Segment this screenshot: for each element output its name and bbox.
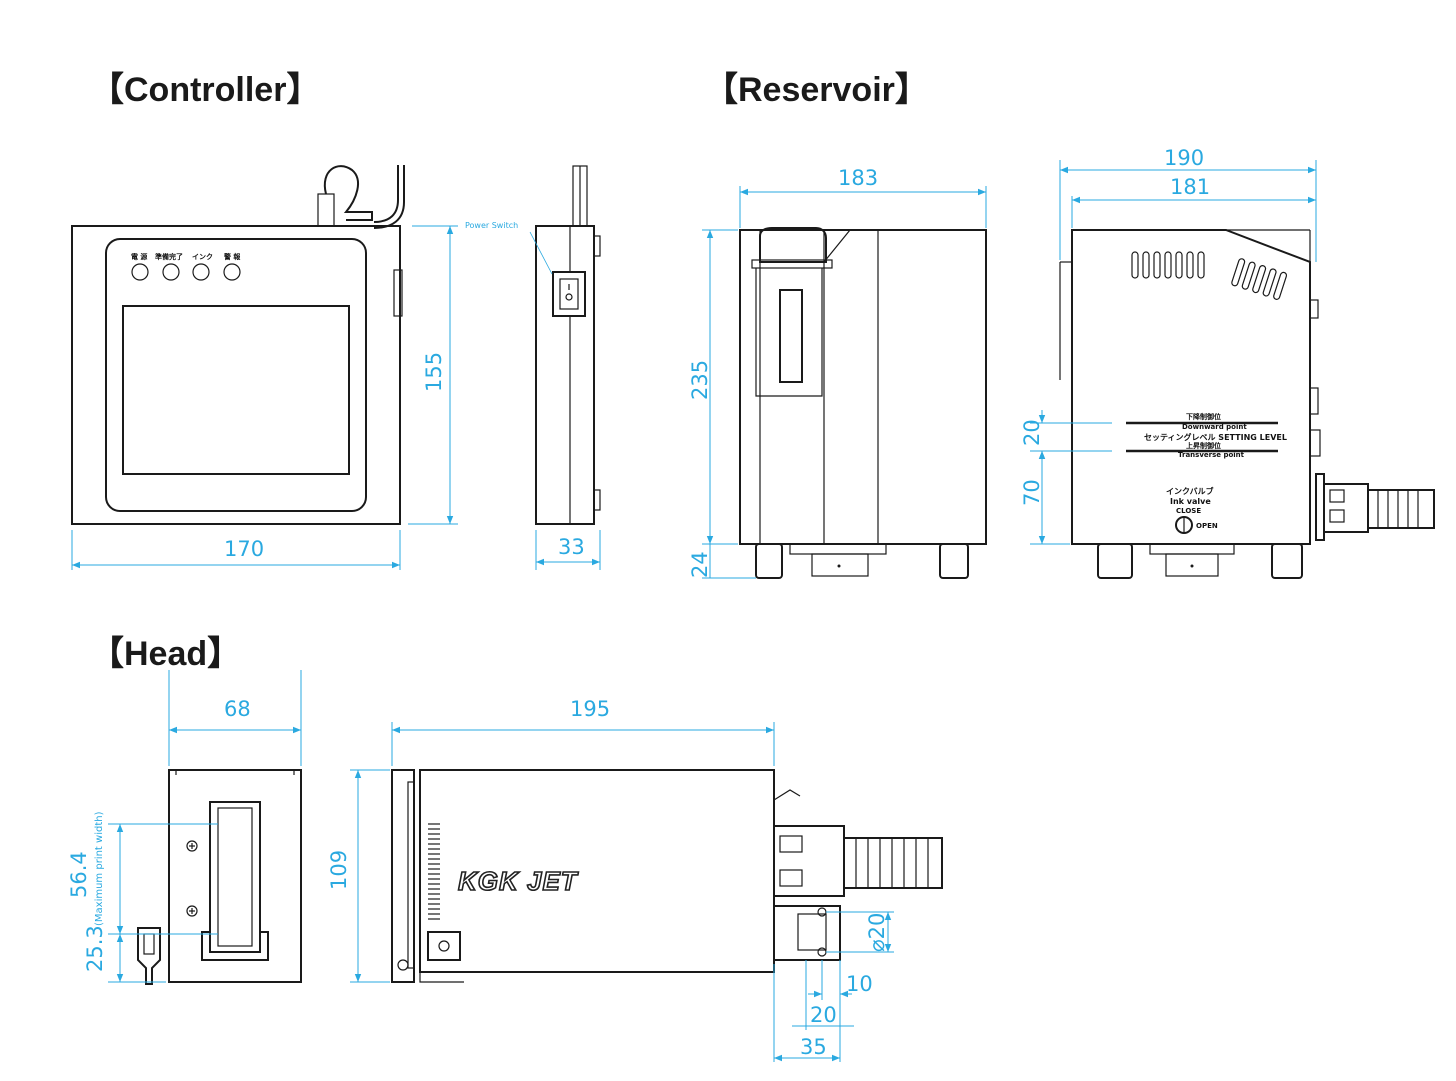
controller-front-view: 電 源 準備完了 インク 警 報 — [71, 165, 405, 525]
dim-head-print-width: 56.4 — [67, 851, 91, 898]
dim-head-side-length: 195 — [570, 697, 610, 721]
dim-reservoir-side-body: 181 — [1170, 175, 1210, 199]
section-title-controller: 【Controller】 — [90, 71, 320, 109]
dim-head-offset: 25.3 — [83, 925, 107, 972]
head-front-view — [137, 769, 302, 985]
dim-head-side-height: 109 — [327, 850, 351, 890]
head-front-dimensions: 68 56.4 (Maximum print width) 25.3 — [67, 670, 302, 983]
controller-dimensions: 170 155 33 — [71, 225, 601, 570]
dim-reservoir-foot: 24 — [688, 551, 712, 578]
dim-head-35: 35 — [800, 1035, 827, 1059]
dim-head-20: 20 — [810, 1003, 837, 1027]
head-side-dimensions: 195 109 ⌀20 10 20 35 — [327, 697, 894, 1062]
section-title-head: 【Head】 — [90, 635, 241, 673]
reservoir-front-dimensions: 183 235 24 — [688, 166, 987, 579]
level-upper-en: Downward point — [1182, 423, 1247, 431]
indicator-label-alarm: 警 報 — [224, 252, 241, 261]
dim-head-diameter: ⌀20 — [865, 913, 889, 952]
level-lower-en: Transverse point — [1178, 451, 1245, 459]
level-lower-jp: 上昇制御位 — [1186, 441, 1221, 450]
reservoir-side-view: 下降制御位 Downward point セッティングレベル SETTING L… — [1059, 229, 1435, 579]
ink-valve-en: Ink valve — [1170, 497, 1211, 506]
indicator-label-power: 電 源 — [131, 252, 147, 261]
reservoir-side-dimensions: 190 181 20 70 — [1020, 146, 1317, 545]
level-setting-label: セッティングレベル SETTING LEVEL — [1144, 432, 1287, 442]
power-switch-label: Power Switch — [465, 221, 518, 230]
level-upper-jp: 下降制御位 — [1186, 412, 1221, 421]
head-side-view: KGK JET — [391, 769, 943, 983]
ink-valve-close: CLOSE — [1176, 507, 1201, 515]
ink-valve-open: OPEN — [1196, 522, 1218, 530]
dim-head-print-note: (Maximum print width) — [94, 811, 105, 926]
dim-level-gap: 20 — [1020, 419, 1044, 446]
dim-reservoir-front-width: 183 — [838, 166, 878, 190]
reservoir-front-view — [739, 227, 987, 579]
dim-level-height: 70 — [1020, 479, 1044, 506]
dim-reservoir-side-overall: 190 — [1164, 146, 1204, 170]
section-title-reservoir: 【Reservoir】 — [704, 71, 929, 109]
kgk-jet-logo: KGK JET — [458, 866, 579, 896]
dim-controller-height: 155 — [422, 352, 446, 392]
dim-controller-width: 170 — [224, 537, 264, 561]
indicator-label-ink: インク — [192, 252, 213, 261]
dim-head-front-width: 68 — [224, 697, 251, 721]
dim-reservoir-height: 235 — [688, 360, 712, 400]
dim-head-10: 10 — [846, 972, 873, 996]
indicator-label-ready: 準備完了 — [155, 252, 183, 261]
ink-valve-jp: インクバルブ — [1166, 486, 1214, 496]
controller-side-view: Power Switch — [465, 165, 601, 525]
dim-controller-depth: 33 — [558, 535, 585, 559]
